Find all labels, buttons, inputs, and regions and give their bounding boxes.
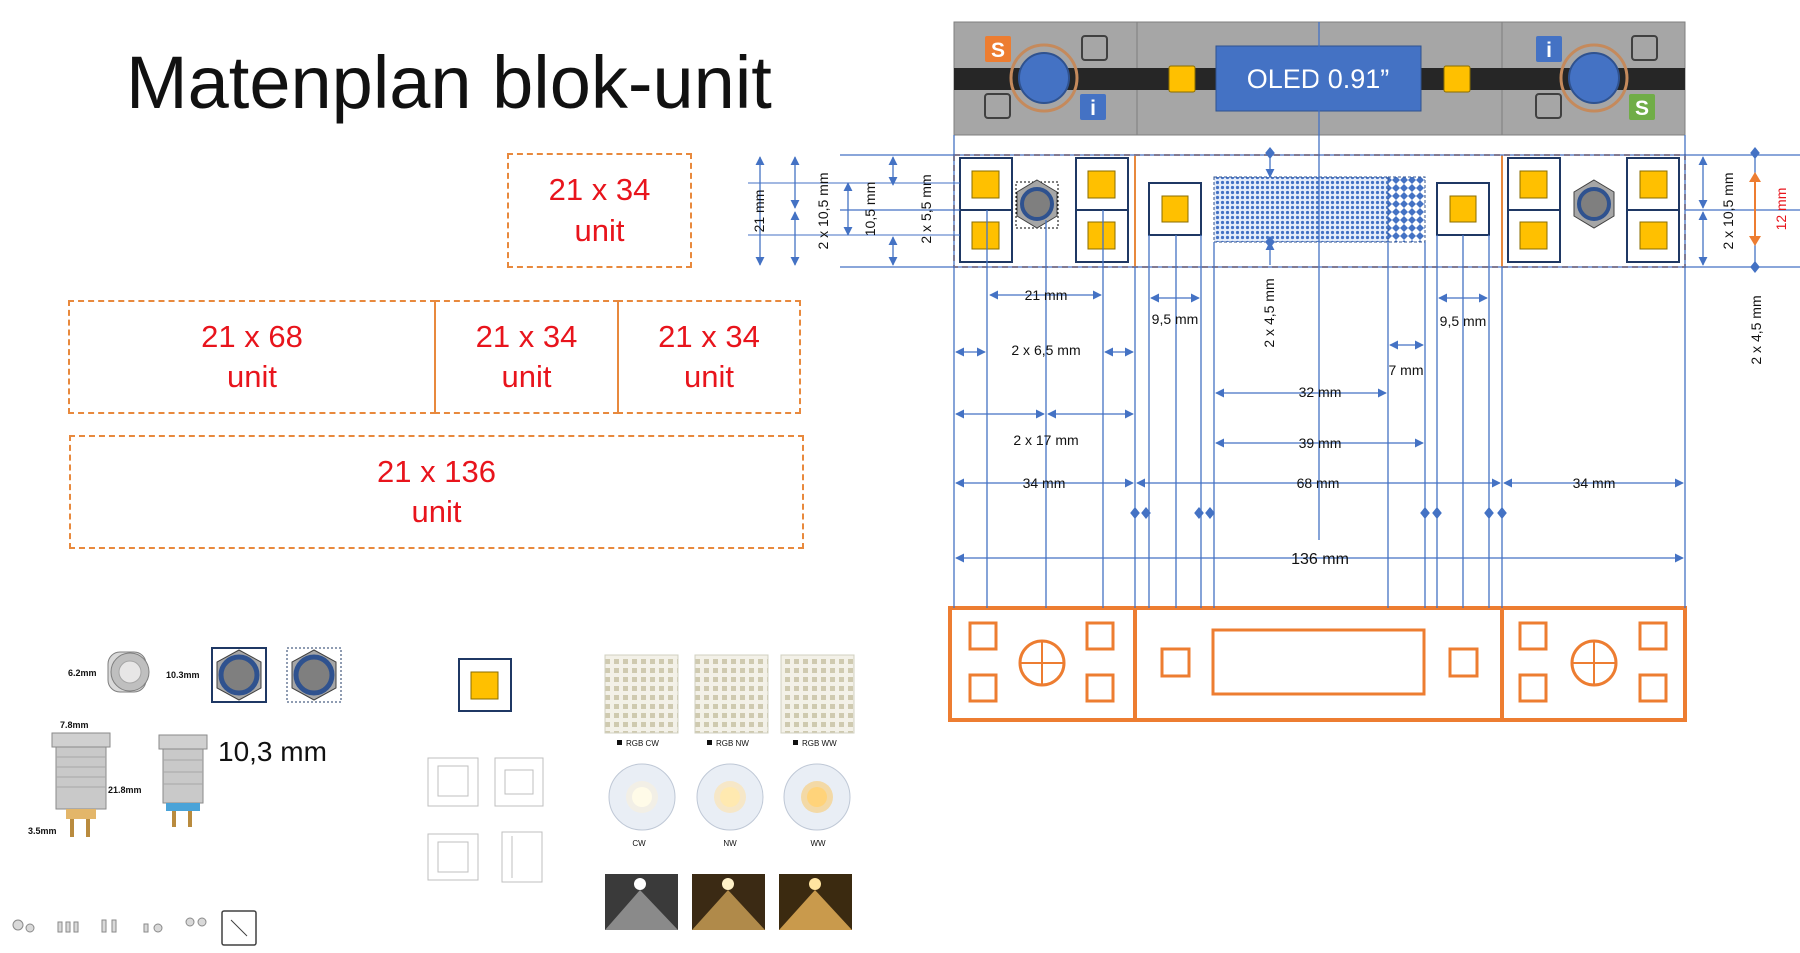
badge-i-text: i: [1090, 97, 1096, 120]
dim-7: 7 mm: [1389, 362, 1424, 378]
dim-right-12: 12 mm: [1773, 188, 1789, 231]
badge-s-icon: [985, 36, 1011, 62]
dim-68: 68 mm: [1297, 475, 1340, 491]
unit-box-21x34-right: 21 x 34 unit: [617, 300, 801, 414]
switch-mount-size: 10,3 mm: [218, 736, 327, 767]
unit-label: unit: [684, 359, 734, 394]
dim-136: 136 mm: [1291, 551, 1349, 568]
dim-34-left: 34 mm: [1023, 475, 1066, 491]
unit-box-21x68: 21 x 68 unit: [68, 300, 436, 414]
unit-size: 21 x 136: [377, 453, 496, 489]
bottom-outline: [948, 606, 1687, 722]
switch-photos: 6.2mm 10.3mm 7.8mm 21.8mm 3.5mm: [12, 647, 342, 946]
led-light-photos: [605, 874, 852, 930]
unit-box-21x136: 21 x 136 unit: [69, 435, 804, 549]
unit-box-21x34-top: 21 x 34 unit: [507, 153, 692, 268]
badge-s-text: S: [991, 39, 1005, 62]
unit-label: unit: [411, 494, 462, 529]
dim-right-2x45: 2 x 4,5 mm: [1748, 295, 1764, 364]
switch-length: 21.8mm: [108, 785, 142, 795]
led-label-cw: RGB CW: [626, 739, 659, 748]
switch-width: 7.8mm: [60, 720, 89, 730]
dim-2x45-center: 2 x 4,5 mm: [1261, 278, 1277, 347]
dim-95-left: 9,5 mm: [1152, 311, 1199, 327]
switch-height: 6.2mm: [68, 668, 97, 678]
switch-pin-length: 3.5mm: [28, 826, 57, 836]
dim-21: 21 mm: [1025, 287, 1068, 303]
push-button-icon: [1018, 52, 1070, 104]
led-pucks: [608, 763, 851, 831]
badge-i-icon: [1080, 94, 1106, 120]
dim-left-2x55: 2 x 5,5 mm: [918, 174, 934, 243]
dim-left-21: 21 mm: [751, 190, 767, 233]
dim-32: 32 mm: [1299, 384, 1342, 400]
badge-s-text: S: [1635, 97, 1649, 120]
unit-size: 21 x 34: [658, 318, 760, 354]
component-layout: [953, 154, 1686, 268]
led-strip-photos: [604, 654, 855, 745]
dim-2x65: 2 x 6,5 mm: [1011, 342, 1080, 358]
dim-95-right: 9,5 mm: [1440, 313, 1487, 329]
led-tone-ww: WW: [810, 839, 826, 848]
dim-39: 39 mm: [1299, 435, 1342, 451]
led-module-drawings: [427, 658, 544, 883]
dim-right-2x105: 2 x 10,5 mm: [1720, 172, 1736, 249]
led-label-ww: RGB WW: [802, 739, 837, 748]
dim-left-105: 10,5 mm: [862, 182, 878, 236]
led-tone-cw: CW: [632, 839, 646, 848]
badge-s-icon: [1629, 94, 1655, 120]
unit-size: 21 x 34: [475, 318, 578, 354]
led-label-nw: RGB NW: [716, 739, 749, 748]
dim-34-right: 34 mm: [1573, 475, 1616, 491]
dimension-lines: [748, 22, 1800, 608]
dimension-labels: 21 mm 2 x 10,5 mm 10,5 mm 2 x 5,5 mm 21 …: [751, 172, 1789, 568]
unit-label: unit: [227, 359, 277, 394]
led-tone-labels: CW NW WW: [632, 839, 826, 848]
badge-i-icon: [1536, 36, 1562, 62]
page-title: Matenplan blok-unit: [126, 41, 772, 124]
dim-2x17: 2 x 17 mm: [1013, 432, 1078, 448]
switch-diameter: 10.3mm: [166, 670, 200, 680]
oled-label: OLED 0.91”: [1247, 64, 1390, 94]
dim-left-2x105: 2 x 10,5 mm: [815, 172, 831, 249]
unit-label: unit: [574, 212, 625, 248]
led-strip-labels: RGB CW RGB NW RGB WW: [626, 739, 837, 748]
unit-size: 21 x 34: [548, 172, 651, 208]
led-tone-nw: NW: [723, 839, 737, 848]
unit-label: unit: [501, 359, 552, 394]
push-button-icon: [1568, 52, 1620, 104]
badge-i-text: i: [1546, 39, 1552, 62]
unit-size: 21 x 68: [201, 318, 303, 354]
